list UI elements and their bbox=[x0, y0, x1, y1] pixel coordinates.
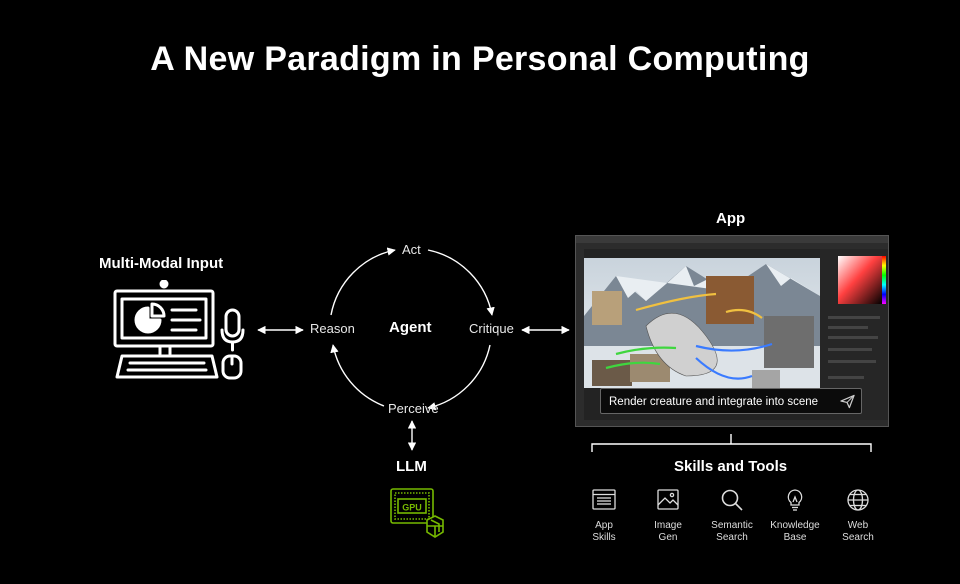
skill-semantic-search[interactable]: Semantic Search bbox=[697, 488, 767, 544]
skill-app-skills-label: App Skills bbox=[592, 520, 616, 543]
gpu-chip-icon: GPU bbox=[390, 488, 444, 538]
lightbulb-icon bbox=[787, 489, 803, 511]
cycle-reason-label: Reason bbox=[310, 321, 355, 336]
critique-perceive-arc bbox=[427, 344, 491, 411]
skill-web-search-label: Web Search bbox=[842, 520, 874, 543]
image-icon bbox=[657, 489, 679, 510]
llm-label: LLM bbox=[396, 458, 427, 475]
skills-title: Skills and Tools bbox=[674, 458, 788, 475]
page-title: A New Paradigm in Personal Computing bbox=[150, 40, 810, 78]
input-label: Multi-Modal Input bbox=[99, 255, 224, 272]
app-window-icon bbox=[592, 489, 616, 510]
skills-bracket bbox=[591, 443, 872, 452]
app-screenshot bbox=[576, 236, 888, 426]
reason-act-arc bbox=[330, 247, 396, 316]
computer-microphone-mouse-icon bbox=[113, 280, 245, 380]
act-critique-arc bbox=[427, 249, 495, 316]
skill-image-gen-label: Image Gen bbox=[654, 520, 682, 543]
prompt-text: Render creature and integrate into scene bbox=[609, 396, 819, 408]
skill-knowledge-base-label: Knowledge Base bbox=[770, 520, 820, 543]
app-label: App bbox=[716, 210, 746, 227]
gpu-chip-text: GPU bbox=[402, 503, 422, 513]
cycle-perceive-label: Perceive bbox=[388, 401, 439, 416]
cycle-act-label: Act bbox=[402, 242, 421, 257]
send-icon[interactable] bbox=[840, 394, 855, 409]
skill-web-search[interactable]: Web Search bbox=[823, 488, 893, 544]
skill-knowledge-base[interactable]: Knowledge Base bbox=[760, 488, 830, 544]
cycle-critique-label: Critique bbox=[469, 321, 514, 336]
search-icon bbox=[721, 489, 743, 511]
globe-icon bbox=[847, 489, 869, 511]
skill-image-gen[interactable]: Image Gen bbox=[633, 488, 703, 544]
perceive-reason-arc bbox=[330, 344, 385, 407]
prompt-input[interactable]: Render creature and integrate into scene bbox=[600, 388, 862, 414]
skill-semantic-search-label: Semantic Search bbox=[711, 520, 753, 543]
agent-label: Agent bbox=[389, 319, 432, 336]
skill-app-skills[interactable]: App Skills bbox=[569, 488, 639, 544]
